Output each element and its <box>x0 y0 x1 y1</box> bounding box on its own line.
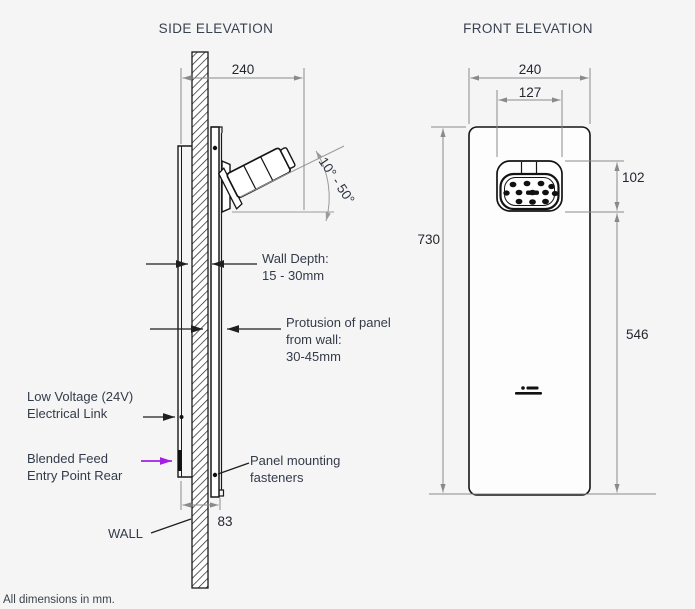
wall-section <box>191 51 209 589</box>
dim-83: 83 <box>217 514 233 529</box>
dim-240-front: 240 <box>518 62 542 77</box>
low-voltage-point <box>179 415 184 419</box>
front-elevation-title: FRONT ELEVATION <box>463 21 593 36</box>
blended-feed-label: Blended Feed Entry Point Rear <box>27 451 123 483</box>
side-leaders <box>141 260 281 534</box>
fastener-leader <box>217 462 250 475</box>
panel-front <box>468 126 591 496</box>
brand-logo <box>515 386 542 395</box>
dim-546: 546 <box>626 327 649 342</box>
wall-depth-label: Wall Depth: 15 - 30mm <box>262 251 329 283</box>
wall-label: WALL <box>108 526 143 541</box>
angle-indicator <box>232 145 345 222</box>
recessed-unit <box>177 145 192 478</box>
dim-240-side: 240 <box>231 62 255 77</box>
footnote: All dimensions in mm. <box>3 594 115 606</box>
front-dimensions <box>429 68 656 495</box>
shower-head-front <box>496 160 563 212</box>
side-dimensions <box>180 68 305 510</box>
fastener-dot-top <box>212 145 218 151</box>
side-elevation-title: SIDE ELEVATION <box>158 21 274 36</box>
fasteners-label: Panel mounting fasteners <box>250 453 341 485</box>
shower-nozzles <box>503 180 559 205</box>
low-voltage-label: Low Voltage (24V) Electrical Link <box>27 389 134 421</box>
wall-leader <box>150 518 192 534</box>
dim-730: 730 <box>417 232 440 247</box>
protrusion-label: Protusion of panel from wall: 30-45mm <box>286 315 391 364</box>
dim-102: 102 <box>622 170 645 185</box>
dim-127: 127 <box>518 85 542 100</box>
fastener-dot-bottom <box>212 472 218 478</box>
shower-head-side <box>217 147 296 214</box>
